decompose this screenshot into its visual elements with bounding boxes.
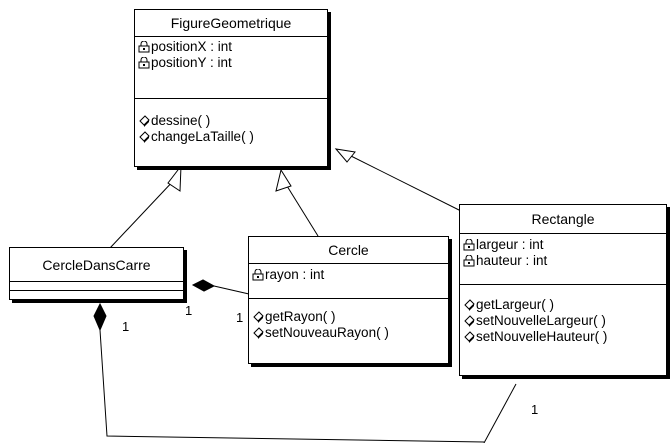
attributes-section (10, 282, 183, 291)
operations-section: getRayon( ) setNouveauRayon( ) (249, 299, 448, 343)
composition-diamond-rectangle (93, 302, 107, 332)
class-cercledanscarre[interactable]: CercleDansCarre (9, 247, 184, 300)
attribute-text: largeur : int (476, 237, 544, 252)
method-icon (253, 327, 264, 339)
composition-diamond-cercle (191, 279, 216, 292)
generalization-arrowhead-3 (334, 148, 356, 163)
operation-row: setNouvelleHauteur( ) (463, 329, 666, 345)
attribute-row: rayon : int (252, 267, 448, 283)
method-icon (253, 311, 264, 323)
generalization-cercledanscarre (109, 177, 177, 249)
operations-section: dessine( ) changeLaTaille( ) (135, 99, 327, 147)
generalization-arrowhead-1 (167, 164, 182, 192)
operations-section (10, 291, 183, 299)
generalization-rectangle (346, 153, 466, 214)
generalization-arrowhead-2 (275, 168, 292, 192)
operation-row: changeLaTaille( ) (138, 129, 327, 145)
attribute-text: hauteur : int (476, 253, 548, 268)
operation-row: dessine( ) (138, 113, 327, 129)
locked-field-icon (252, 269, 264, 281)
operation-row: getRayon( ) (252, 309, 448, 325)
method-icon (139, 115, 150, 127)
attributes-section: rayon : int (249, 264, 448, 299)
composition-rectangle-line (99, 329, 485, 443)
composition-rectangle-line-2 (483, 383, 517, 443)
operation-text: setNouvelleLargeur( ) (476, 313, 606, 328)
composition-cercle-line (213, 285, 250, 295)
attributes-section: positionX : int positionY : int (135, 37, 327, 99)
class-name: FigureGeometrique (135, 10, 327, 37)
operation-row: setNouvelleLargeur( ) (463, 313, 666, 329)
attributes-section: largeur : int hauteur : int (460, 234, 666, 285)
method-icon (464, 299, 475, 311)
locked-field-icon (138, 41, 150, 53)
multiplicity-label: 1 (236, 310, 244, 325)
attribute-text: positionY : int (151, 55, 232, 70)
operation-text: getRayon( ) (265, 309, 336, 324)
operation-text: getLargeur( ) (476, 297, 555, 312)
locked-field-icon (463, 239, 475, 251)
locked-field-icon (463, 255, 475, 267)
operation-text: setNouveauRayon( ) (265, 325, 389, 340)
class-cercle[interactable]: Cercle rayon : int getRayon( ) setNouvea… (248, 236, 449, 364)
locked-field-icon (138, 57, 150, 69)
method-icon (464, 331, 475, 343)
attribute-row: largeur : int (463, 237, 666, 253)
operations-section: getLargeur( ) setNouvelleLargeur( ) setN… (460, 285, 666, 347)
class-figuregeometrique[interactable]: FigureGeometrique positionX : int positi… (134, 9, 328, 167)
class-name: CercleDansCarre (10, 248, 183, 282)
multiplicity-label: 1 (531, 402, 539, 417)
method-icon (139, 131, 150, 143)
operation-text: dessine( ) (151, 113, 211, 128)
generalization-cercle (286, 185, 319, 237)
attribute-row: positionY : int (138, 55, 327, 71)
attribute-row: positionX : int (138, 39, 327, 55)
attribute-text: rayon : int (265, 267, 325, 282)
operation-text: changeLaTaille( ) (151, 129, 254, 144)
class-name: Cercle (249, 237, 448, 264)
operation-row: getLargeur( ) (463, 297, 666, 313)
operation-text: setNouvelleHauteur( ) (476, 329, 608, 344)
attribute-text: positionX : int (151, 39, 233, 54)
class-name: Rectangle (460, 205, 666, 234)
operation-row: setNouveauRayon( ) (252, 325, 448, 341)
class-rectangle[interactable]: Rectangle largeur : int hauteur : int ge… (459, 204, 667, 376)
multiplicity-label: 1 (122, 319, 130, 334)
method-icon (464, 315, 475, 327)
multiplicity-label: 1 (185, 303, 193, 318)
attribute-row: hauteur : int (463, 253, 666, 269)
